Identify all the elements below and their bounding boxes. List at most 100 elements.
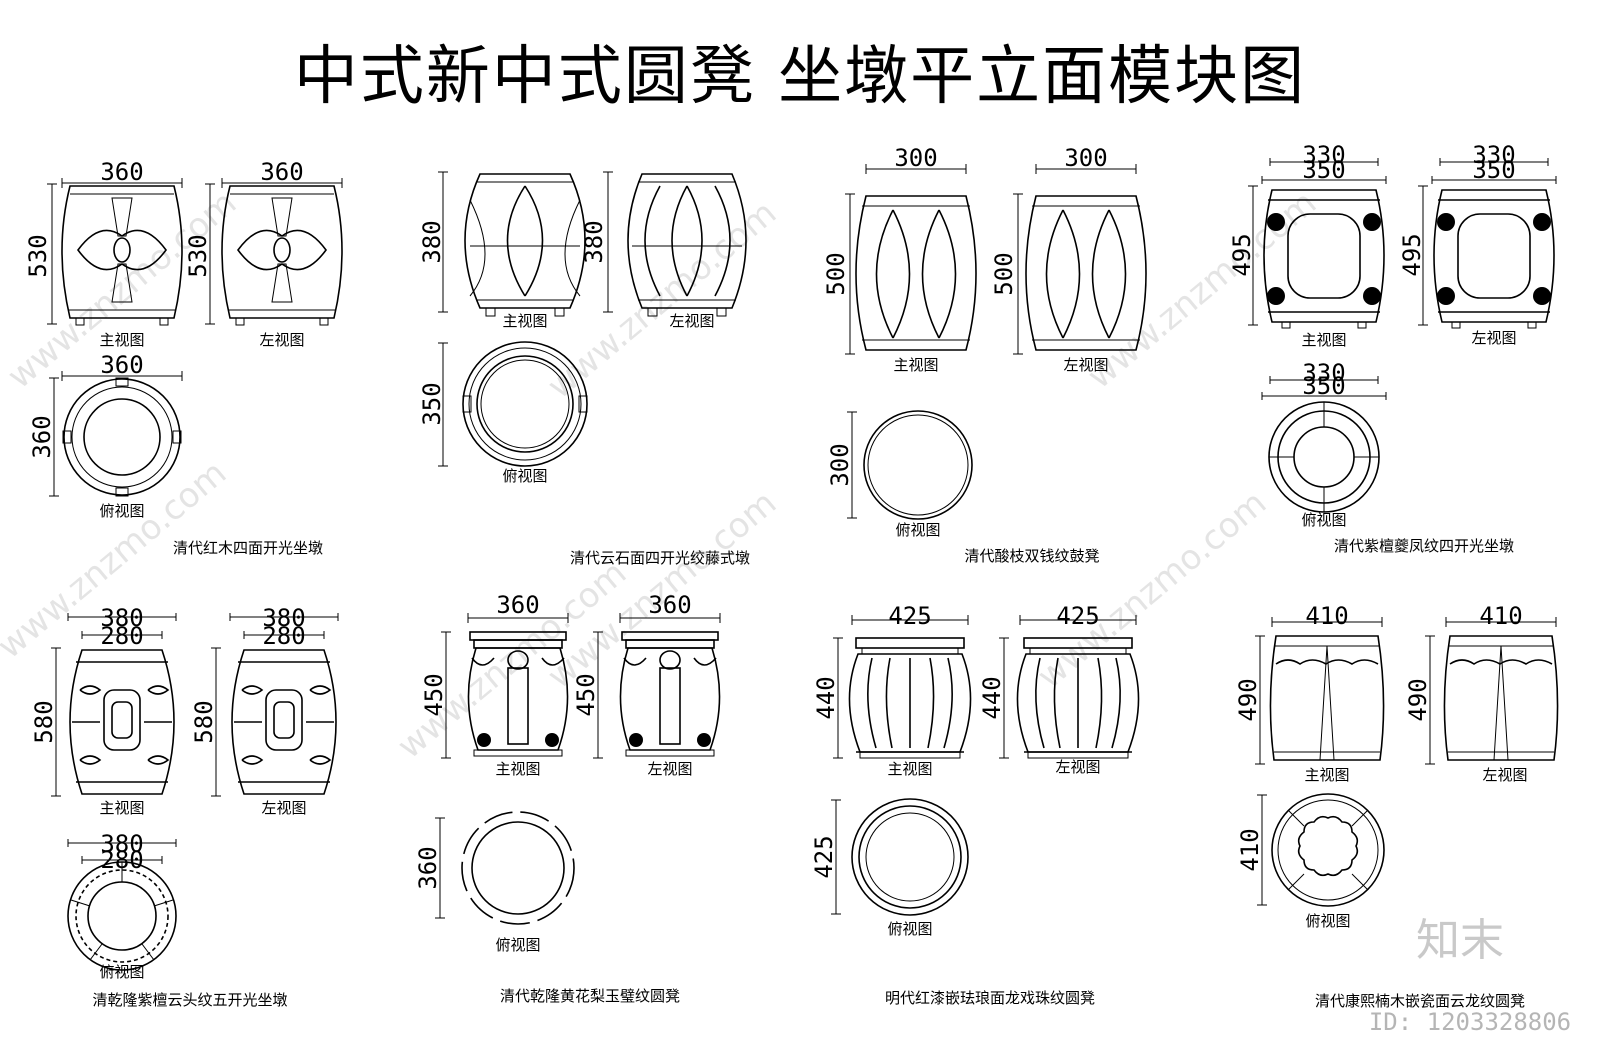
label-top-view: 俯视图 xyxy=(495,936,540,954)
label-front-view: 主视图 xyxy=(1301,331,1346,349)
stool-6-top-view xyxy=(461,811,575,925)
label-front-view: 主视图 xyxy=(495,760,540,778)
dim-height: 530 xyxy=(24,234,52,277)
label-front-view: 主视图 xyxy=(99,799,144,817)
label-left-view: 左视图 xyxy=(1063,356,1108,374)
stool-caption: 清代红木四面开光坐墩 xyxy=(173,539,323,557)
dim-top-outer: 330 xyxy=(1302,359,1345,387)
dim-top-outer: 380 xyxy=(100,830,143,858)
dim-height-front: 380 xyxy=(418,220,446,263)
stool-caption: 清代云石面四开光绞藤式墩 xyxy=(570,549,750,567)
dim-front-width: 360 xyxy=(496,591,539,619)
dim-inner-width: 280 xyxy=(262,622,305,650)
stool-2-side-view xyxy=(627,173,747,317)
dim-height: 490 xyxy=(1234,678,1262,721)
dim-top-depth: 425 xyxy=(810,835,838,878)
stool-caption: 清代紫檀夔凤纹四开光坐墩 xyxy=(1334,537,1514,555)
stool-1-front-view xyxy=(61,185,183,326)
label-front-view: 主视图 xyxy=(893,356,938,374)
dim-top-width: 360 xyxy=(100,351,143,379)
stool-caption: 明代红漆嵌珐琅面龙戏珠纹圆凳 xyxy=(885,989,1095,1007)
stool-7-front-view xyxy=(848,637,972,759)
stool-8-front-view xyxy=(1269,635,1385,761)
label-left-view: 左视图 xyxy=(669,312,714,330)
dim-outer-width: 330 xyxy=(1302,141,1345,169)
stool-4-top-view xyxy=(1268,401,1380,513)
dim-outer-width: 380 xyxy=(262,604,305,632)
stool-6-side-view xyxy=(619,631,721,757)
label-front-view: 主视图 xyxy=(502,312,547,330)
dim-height: 500 xyxy=(822,252,850,295)
stool-1-side-view xyxy=(221,185,343,326)
stool-4-side-view xyxy=(1433,189,1555,329)
stool-4-front-view xyxy=(1263,189,1385,329)
dim-top-depth: 350 xyxy=(418,382,446,425)
stool-caption: 清乾隆紫檀云头纹五开光坐墩 xyxy=(92,991,287,1009)
stool-2-front-view xyxy=(464,173,586,317)
stool-5-side-view xyxy=(231,649,337,795)
stool-1-group: 360 530 360 530 xyxy=(24,158,343,557)
label-top-view: 俯视图 xyxy=(887,920,932,938)
dim-outer-width: 330 xyxy=(1472,141,1515,169)
dim-inner-width: 280 xyxy=(100,622,143,650)
dim-front-width: 300 xyxy=(894,144,937,172)
stool-8-group: 410 490 410 490 主视图 左视图 41 xyxy=(1234,602,1559,1010)
page-title: 中式新中式圆凳 坐墩平立面模块图 xyxy=(294,40,1306,114)
dim-top-depth: 410 xyxy=(1236,828,1264,871)
dim-height-side: 495 xyxy=(1398,233,1426,276)
dim-height: 495 xyxy=(1228,233,1256,276)
label-front-view: 主视图 xyxy=(99,331,144,349)
stool-7-side-view xyxy=(1016,637,1140,759)
dim-top-depth: 360 xyxy=(414,846,442,889)
label-left-view: 左视图 xyxy=(261,799,306,817)
label-left-view: 左视图 xyxy=(1482,766,1527,784)
dim-front-width: 410 xyxy=(1305,602,1348,630)
watermark-text: www.znzmo.com xyxy=(1080,183,1324,397)
label-left-view: 左视图 xyxy=(1471,329,1516,347)
dim-outer-width: 380 xyxy=(100,604,143,632)
stool-8-side-view xyxy=(1443,635,1559,761)
stool-6-group: 360 450 360 450 xyxy=(414,591,721,1005)
dim-side-width: 360 xyxy=(260,158,303,186)
dim-front-width: 360 xyxy=(100,158,143,186)
dim-height: 450 xyxy=(420,673,448,716)
stool-5-front-view xyxy=(69,649,175,795)
watermark-text: www.znzmo.com xyxy=(1030,483,1274,697)
dim-height-side: 490 xyxy=(1404,678,1432,721)
dim-top-depth: 360 xyxy=(28,415,56,458)
dim-height: 440 xyxy=(812,676,840,719)
stool-8-top-view xyxy=(1271,793,1385,907)
label-left-view: 左视图 xyxy=(647,760,692,778)
stool-caption: 清代酸枝双钱纹鼓凳 xyxy=(964,547,1099,565)
label-top-view: 俯视图 xyxy=(99,502,144,520)
stool-caption: 清代乾隆黄花梨玉璧纹圆凳 xyxy=(500,987,680,1005)
stool-7-top-view xyxy=(851,798,969,916)
dim-height-side: 450 xyxy=(572,673,600,716)
dim-inner-width: 350 xyxy=(1472,156,1515,184)
dim-side-width: 425 xyxy=(1056,602,1099,630)
label-front-view: 主视图 xyxy=(887,760,932,778)
stool-2-top-view xyxy=(462,341,588,467)
label-top-view: 俯视图 xyxy=(99,963,144,981)
dim-side-width: 360 xyxy=(648,591,691,619)
dim-top-inner: 350 xyxy=(1302,372,1345,400)
stool-6-front-view xyxy=(467,631,569,757)
label-top-view: 俯视图 xyxy=(1301,511,1346,529)
dim-front-width: 425 xyxy=(888,602,931,630)
stool-4-group: 330 350 495 330 350 495 xyxy=(1228,141,1557,555)
stool-3-side-view xyxy=(1025,195,1147,351)
dim-inner-width: 350 xyxy=(1302,156,1345,184)
dim-height-side: 380 xyxy=(580,220,608,263)
stool-5-group: 380 280 580 380 280 580 xyxy=(30,604,339,1009)
label-top-view: 俯视图 xyxy=(1305,912,1350,930)
stool-caption: 清代康熙楠木嵌瓷面云龙纹圆凳 xyxy=(1315,992,1525,1010)
dim-top-depth: 300 xyxy=(826,443,854,486)
dim-side-width: 300 xyxy=(1064,144,1107,172)
image-id-label: ID: 1203328806 xyxy=(1369,1008,1571,1036)
brand-logo: 知末 xyxy=(1416,915,1504,966)
label-left-view: 左视图 xyxy=(1055,758,1100,776)
dim-side-width: 410 xyxy=(1479,602,1522,630)
label-top-view: 俯视图 xyxy=(502,467,547,485)
label-top-view: 俯视图 xyxy=(895,521,940,539)
